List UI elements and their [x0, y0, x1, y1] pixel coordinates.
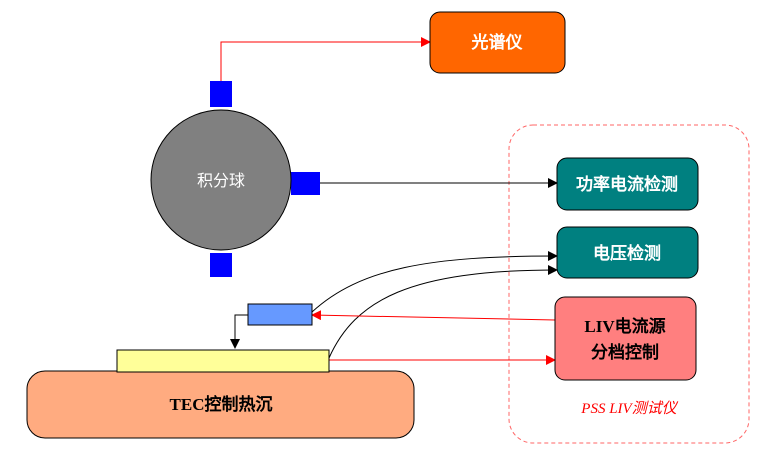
sphere-top-port: [210, 81, 232, 107]
laser-chip-block: [116, 349, 330, 373]
liv-to-probe-line: [311, 310, 556, 321]
liv-source-label-line1: LIV电流源: [584, 316, 665, 336]
chip-to-voltage-monitor-curve: [328, 265, 558, 359]
liv-current-source-box: LIV电流源 分档控制: [554, 296, 697, 381]
integrating-sphere: 积分球: [150, 81, 320, 277]
voltage-monitor-box: 电压检测: [556, 226, 699, 279]
probe-to-chip-line: [230, 314, 248, 349]
system-label: PSS LIV测试仪: [580, 400, 678, 417]
sphere-right-port: [291, 172, 320, 195]
sphere-to-spectrometer-line: [220, 37, 431, 82]
spectrometer-box: 光谱仪: [429, 11, 566, 74]
sphere-bottom-port: [210, 253, 232, 277]
tec-heat-sink: TEC控制热沉: [26, 370, 415, 439]
probe-to-voltage-monitor-curve: [311, 251, 558, 313]
pss-liv-tester-boundary: [508, 124, 750, 444]
sphere-label: 积分球: [197, 171, 245, 190]
spectrometer-label: 光谱仪: [471, 32, 524, 53]
liv-source-label-line2: 分档控制: [591, 342, 659, 363]
power-current-monitor-box: 功率电流检测: [556, 157, 699, 211]
probe-block: [247, 303, 313, 326]
power-current-monitor-label: 功率电流检测: [576, 174, 678, 195]
voltage-monitor-label: 电压检测: [593, 243, 661, 264]
tec-label: TEC控制热沉: [170, 394, 273, 414]
